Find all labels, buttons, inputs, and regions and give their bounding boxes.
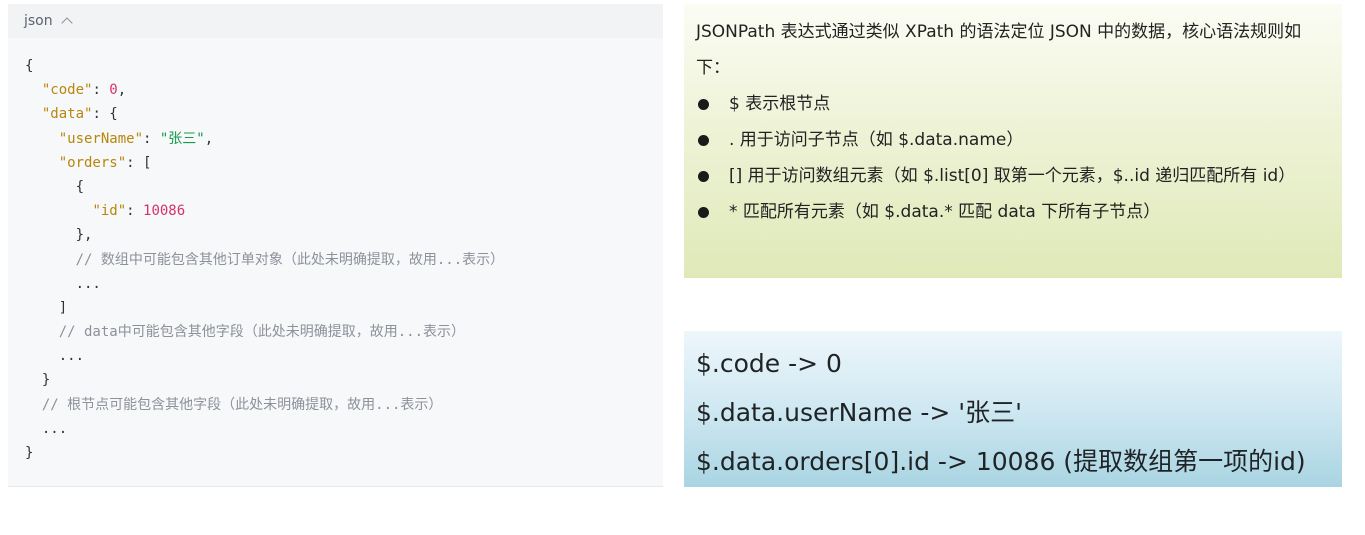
code-token: ...: [25, 275, 101, 292]
rule-item: . 用于访问子节点（如 $.data.name）: [696, 122, 1330, 158]
code-line: // 数组中可能包含其他订单对象（此处未明确提取，故用...表示）: [25, 248, 663, 272]
code-line: ...: [25, 272, 663, 296]
code-language-label: json: [24, 13, 53, 29]
code-token: [25, 324, 59, 340]
code-token: [25, 397, 42, 413]
rule-item: $ 表示根节点: [696, 86, 1330, 122]
code-token: :: [126, 203, 144, 220]
code-line: "data": {: [25, 102, 663, 126]
code-token: [25, 252, 76, 268]
code-token: [25, 155, 59, 171]
rule-item: * 匹配所有元素（如 $.data.* 匹配 data 下所有子节点）: [696, 194, 1330, 230]
code-token: "code": [41, 82, 93, 99]
code-token: :: [143, 130, 160, 147]
code-block-header[interactable]: json: [8, 4, 663, 38]
code-token: {: [25, 178, 85, 195]
rules-list: $ 表示根节点 . 用于访问子节点（如 $.data.name） [] 用于访问…: [696, 86, 1330, 230]
code-token: [25, 106, 42, 122]
code-line: }: [25, 441, 663, 465]
rule-item: [] 用于访问数组元素（如 $.list[0] 取第一个元素，$..id 递归匹…: [696, 158, 1330, 194]
code-token: {: [25, 58, 34, 74]
example-line: $.code -> 0: [696, 349, 842, 378]
syntax-rules-card: JSONPath 表达式通过类似 XPath 的语法定位 JSON 中的数据，核…: [684, 4, 1342, 278]
code-content: { "code": 0, "data": { "userName": "张三",…: [8, 38, 663, 465]
code-line: "orders": [: [25, 151, 663, 175]
code-token: },: [25, 227, 93, 244]
code-token: ,: [117, 82, 127, 99]
code-line: },: [25, 223, 663, 247]
example-line: $.data.orders[0].id -> 10086 (提取数组第一项的id…: [696, 447, 1306, 476]
code-token: [25, 203, 92, 219]
code-token: [25, 82, 42, 98]
code-token: "orders": [58, 154, 127, 171]
code-line: "userName": "张三",: [25, 127, 663, 151]
code-token: : [: [126, 154, 152, 171]
code-token: 10086: [143, 203, 186, 220]
code-token: "data": [41, 106, 93, 123]
code-token: ,: [204, 130, 214, 147]
code-token: 0: [109, 82, 118, 99]
code-line: // 根节点可能包含其他字段（此处未明确提取，故用...表示）: [25, 393, 663, 417]
code-token: "id": [92, 203, 127, 220]
code-line: ...: [25, 417, 663, 441]
code-token: "userName": [58, 130, 144, 147]
chevron-up-icon[interactable]: [60, 17, 73, 29]
code-line: {: [25, 175, 663, 199]
examples-card: $.code -> 0 $.data.userName -> '张三' $.da…: [684, 331, 1342, 487]
example-line: $.data.userName -> '张三': [696, 398, 1023, 427]
code-token: [25, 131, 59, 147]
code-token: "张三": [159, 130, 205, 147]
code-line: ]: [25, 296, 663, 320]
code-line: }: [25, 368, 663, 392]
rules-intro: JSONPath 表达式通过类似 XPath 的语法定位 JSON 中的数据，核…: [696, 22, 1302, 78]
code-block: json { "code": 0, "data": { "userName": …: [8, 4, 663, 487]
code-line: // data中可能包含其他字段（此处未明确提取，故用...表示）: [25, 320, 663, 344]
code-line: "code": 0,: [25, 78, 663, 102]
code-line: {: [25, 54, 663, 78]
code-token: }: [25, 372, 51, 389]
code-token: :: [92, 82, 110, 99]
code-token: : {: [92, 106, 118, 123]
code-token: ]: [25, 299, 68, 316]
code-line: ...: [25, 344, 663, 368]
code-token: ...: [25, 420, 68, 437]
code-token: ...: [25, 348, 85, 365]
code-token: }: [25, 445, 34, 461]
code-comment: // 数组中可能包含其他订单对象（此处未明确提取，故用...表示）: [75, 251, 505, 268]
code-comment: // 根节点可能包含其他字段（此处未明确提取，故用...表示）: [41, 396, 443, 413]
code-line: "id": 10086: [25, 199, 663, 223]
code-comment: // data中可能包含其他字段（此处未明确提取，故用...表示）: [58, 324, 466, 341]
